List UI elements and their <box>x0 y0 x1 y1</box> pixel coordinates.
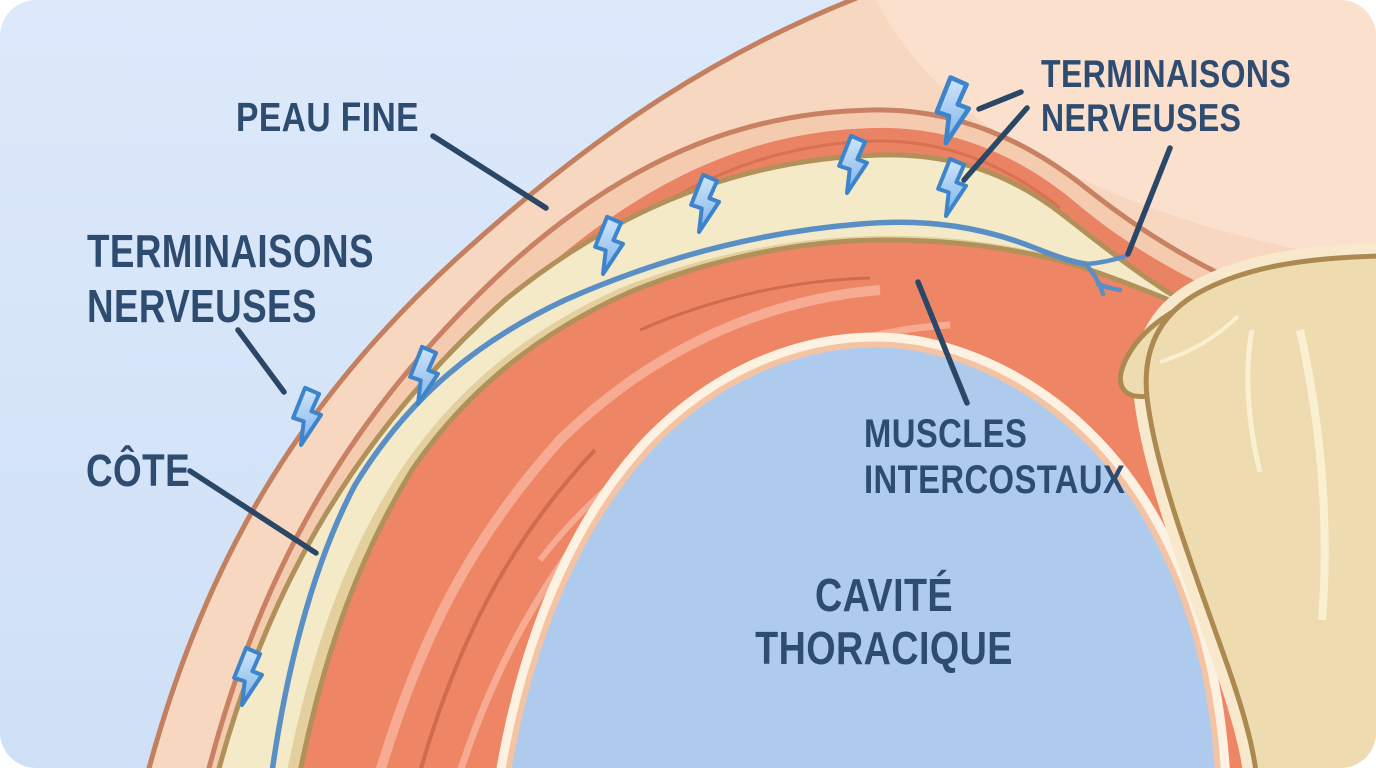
leader-line-muscles <box>915 279 970 406</box>
label-text: CÔTE <box>86 445 191 496</box>
label-terminaisons-nerveuses-right: TERMINAISONS NERVEUSES <box>1041 55 1291 143</box>
muscle-fiber-highlight <box>375 285 881 768</box>
rib-upper-outline <box>215 152 1376 768</box>
leader-line-terminaisons-right-2 <box>961 105 1030 183</box>
muscle-fiber-crease <box>639 276 871 332</box>
leader-line-terminaisons-right-1 <box>976 89 1024 112</box>
nerve-line <box>269 219 1089 768</box>
leader-line-peau-fine <box>430 133 549 211</box>
skin-surface <box>872 0 1376 262</box>
bone <box>1143 253 1376 768</box>
label-muscles-intercostaux: MUSCLES INTERCOSTAUX <box>864 414 1125 506</box>
skin-outer-outline <box>145 0 873 768</box>
leader-lines <box>187 89 1173 556</box>
label-text: NERVEUSES <box>1041 97 1242 140</box>
label-text: TERMINAISONS <box>1041 53 1292 96</box>
nerve-ending-fork <box>1083 253 1129 297</box>
label-cote: CÔTE <box>86 448 190 493</box>
leader-line-terminaisons-left <box>235 327 287 395</box>
bone-highlight <box>1296 329 1329 621</box>
label-peau-fine: PEAU FINE <box>236 97 419 138</box>
bone-highlight <box>1159 314 1240 364</box>
skin-inner-outline <box>205 107 1376 768</box>
label-text: MUSCLES <box>864 412 1028 456</box>
label-text: THORACIQUE <box>755 622 1013 674</box>
label-text: INTERCOSTAUX <box>864 458 1126 502</box>
leader-line-terminaisons-right-3 <box>1125 145 1173 257</box>
muscle-fiber-crease <box>418 448 597 768</box>
leader-line-cote <box>187 468 319 556</box>
label-terminaisons-nerveuses-left: TERMINAISONS NERVEUSES <box>87 228 374 338</box>
label-text: CAVITÉ <box>815 569 953 621</box>
bone-highlight <box>1245 329 1263 473</box>
label-text: PEAU FINE <box>236 94 420 140</box>
label-text: NERVEUSES <box>87 280 317 332</box>
rib-lower-outline <box>297 237 1376 768</box>
label-text: TERMINAISONS <box>87 225 374 277</box>
cavity-lining-edge <box>504 341 1222 768</box>
thoracic-cavity <box>508 344 1218 768</box>
label-cavite-thoracique: CAVITÉ THORACIQUE <box>720 572 1048 678</box>
